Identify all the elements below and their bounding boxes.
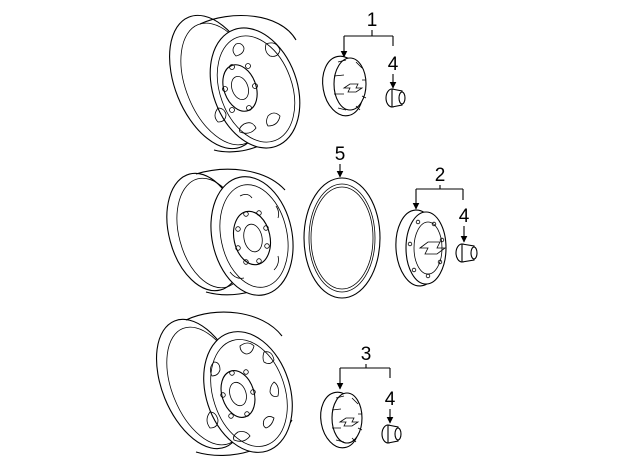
callout-2: 2 (435, 165, 446, 186)
wheel-top (169, 14, 301, 153)
center-cap-middle (395, 209, 447, 287)
callout-5: 5 (335, 144, 346, 165)
center-cap-bottom (320, 391, 363, 449)
callout-4-middle: 4 (459, 206, 470, 227)
wheel-bottom (155, 311, 293, 456)
wheel-nut-bottom (381, 424, 402, 444)
wheel-nut-middle (455, 243, 478, 263)
callout-3: 3 (361, 344, 372, 365)
center-cap-top (322, 55, 367, 117)
callout-4-bottom: 4 (385, 389, 396, 410)
callout-1: 1 (367, 10, 378, 31)
callout-4-top: 4 (388, 54, 399, 75)
trim-ring (303, 177, 381, 299)
wheel-middle (166, 168, 294, 296)
wheel-nut-top (385, 88, 406, 108)
